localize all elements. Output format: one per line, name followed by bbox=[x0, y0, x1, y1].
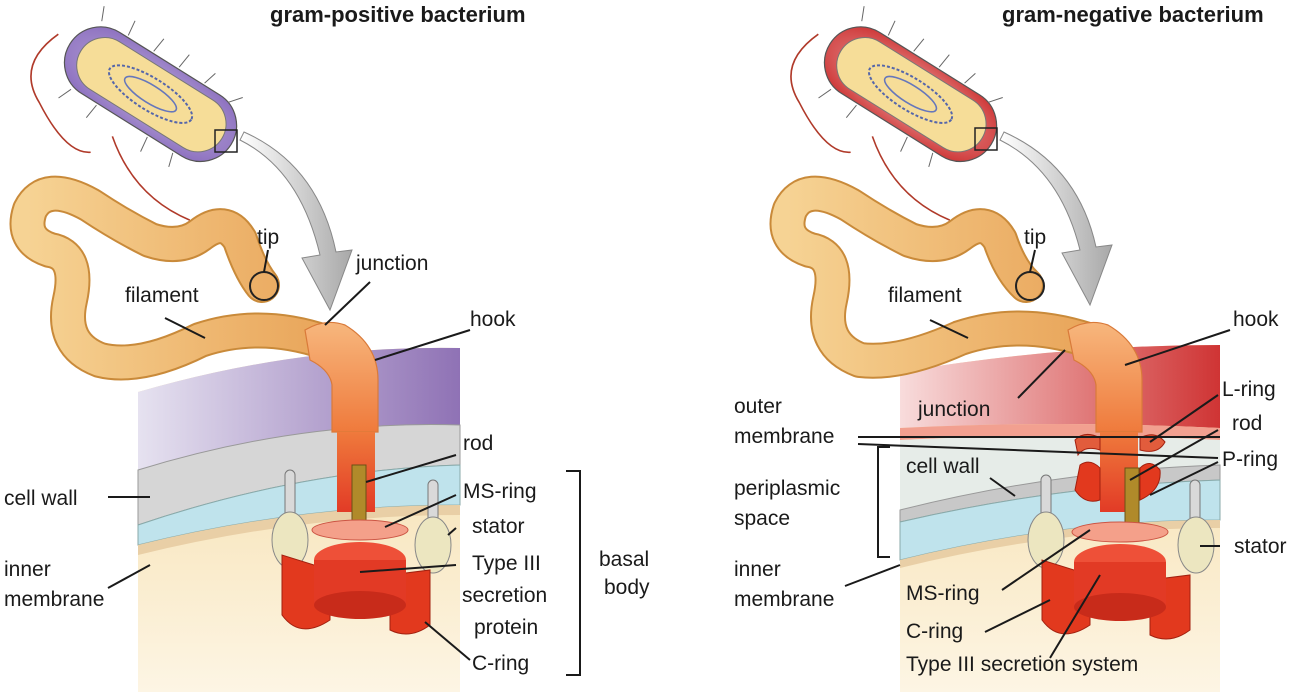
label-c-ring: C-ring bbox=[906, 620, 963, 643]
label-junction: junction bbox=[917, 398, 990, 421]
hook bbox=[1067, 321, 1143, 433]
label-t3-3: protein bbox=[474, 616, 538, 639]
label-inner-1: inner bbox=[734, 558, 781, 581]
leader-lines-left bbox=[107, 249, 581, 676]
label-c-ring: C-ring bbox=[472, 652, 529, 675]
label-p-ring: P-ring bbox=[1222, 448, 1278, 471]
ms-ring bbox=[1071, 521, 1169, 543]
leader-lines-right bbox=[844, 249, 1231, 659]
label-tip: tip bbox=[257, 226, 279, 249]
label-filament: filament bbox=[888, 284, 962, 307]
l-ring bbox=[1074, 434, 1166, 457]
label-t3-2: secretion bbox=[462, 584, 547, 607]
label-outer-1: outer bbox=[734, 395, 782, 418]
label-tip: tip bbox=[1024, 226, 1046, 249]
label-stator: stator bbox=[1234, 535, 1287, 558]
title-gram-positive: gram-positive bacterium bbox=[270, 2, 526, 27]
gram-negative-panel: gram-negative bacterium tip filament hoo… bbox=[734, 2, 1287, 692]
zoom-box bbox=[974, 127, 998, 151]
zoom-arrow bbox=[999, 131, 1113, 307]
label-cell-wall: cell wall bbox=[4, 487, 78, 510]
label-outer-2: membrane bbox=[734, 425, 834, 448]
gram-positive-cell-icon bbox=[30, 6, 243, 221]
gram-negative-cell-icon bbox=[790, 6, 1003, 221]
label-filament: filament bbox=[125, 284, 199, 307]
label-inner-2: membrane bbox=[734, 588, 834, 611]
label-l-ring: L-ring bbox=[1222, 378, 1276, 401]
label-periplasmic-2: space bbox=[734, 507, 790, 530]
label-rod: rod bbox=[463, 432, 493, 455]
label-stator: stator bbox=[472, 515, 525, 538]
label-rod: rod bbox=[1232, 412, 1262, 435]
rod bbox=[351, 464, 367, 526]
label-ms-ring: MS-ring bbox=[463, 480, 537, 503]
label-hook: hook bbox=[470, 308, 516, 331]
gram-positive-panel: gram-positive bacterium tip junction fil… bbox=[4, 2, 650, 692]
stator-right bbox=[414, 479, 452, 574]
label-basal-1: basal bbox=[599, 548, 649, 571]
rod bbox=[1124, 467, 1140, 531]
hook bbox=[304, 321, 379, 433]
stator-left bbox=[271, 469, 309, 569]
label-t3-1: Type III bbox=[472, 552, 541, 575]
p-ring bbox=[1074, 461, 1161, 502]
label-periplasmic-1: periplasmic bbox=[734, 477, 840, 500]
title-gram-negative: gram-negative bacterium bbox=[1002, 2, 1264, 27]
stator-right bbox=[1177, 479, 1215, 574]
label-t3-system: Type III secretion system bbox=[906, 653, 1138, 676]
zoom-box bbox=[214, 129, 238, 153]
label-ms-ring: MS-ring bbox=[906, 582, 980, 605]
zoom-arrow bbox=[239, 131, 353, 312]
label-basal-2: body bbox=[604, 576, 650, 599]
label-inner-1: inner bbox=[4, 558, 51, 581]
label-junction: junction bbox=[355, 252, 428, 275]
label-hook: hook bbox=[1233, 308, 1279, 331]
label-cell-wall: cell wall bbox=[906, 455, 980, 478]
label-inner-2: membrane bbox=[4, 588, 104, 611]
ms-ring bbox=[311, 519, 409, 541]
